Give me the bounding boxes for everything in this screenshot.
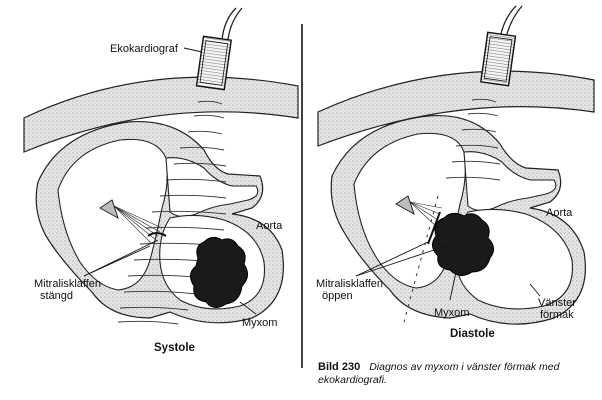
caption-line-1: Bild 230 Diagnos av myxom i vänster förm… <box>318 357 561 374</box>
valve-label-diastole-2: öppen <box>322 290 353 302</box>
diastole-title: Diastole <box>450 328 495 340</box>
valve-label-systole-1: Mitralisklaffen <box>34 278 101 290</box>
myxoma-label-diastole: Myxom <box>434 307 469 319</box>
probe-label: Ekokardiograf <box>110 43 179 55</box>
caption-number: Bild 230 <box>318 361 360 373</box>
atrium-label-1: Vänster <box>538 297 576 309</box>
caption-text-2: ekokardiografi. <box>318 374 387 386</box>
aorta-label-systole: Aorta <box>256 220 283 232</box>
systole-panel: Ekokardiograf Aorta Mitralisklaffen stän… <box>24 8 298 354</box>
probe-diastole <box>481 32 516 85</box>
diastole-panel: Aorta Mitralisklaffen öppen Myxom Vänste… <box>316 6 594 340</box>
aorta-label-diastole: Aorta <box>546 207 573 219</box>
atrium-label-2: förmak <box>540 309 574 321</box>
systole-title: Systole <box>154 342 195 354</box>
probe-cable-diastole <box>500 6 516 38</box>
caption-text-1: Diagnos av myxom i vänster förmak med <box>369 361 560 373</box>
myxoma-label-systole: Myxom <box>242 317 277 329</box>
probe <box>197 36 232 89</box>
valve-label-systole-2: stängd <box>40 290 73 302</box>
figure-caption: Bild 230 Diagnos av myxom i vänster förm… <box>318 357 561 386</box>
myxoma-diastole <box>432 213 493 275</box>
valve-label-diastole-1: Mitralisklaffen <box>316 278 383 290</box>
